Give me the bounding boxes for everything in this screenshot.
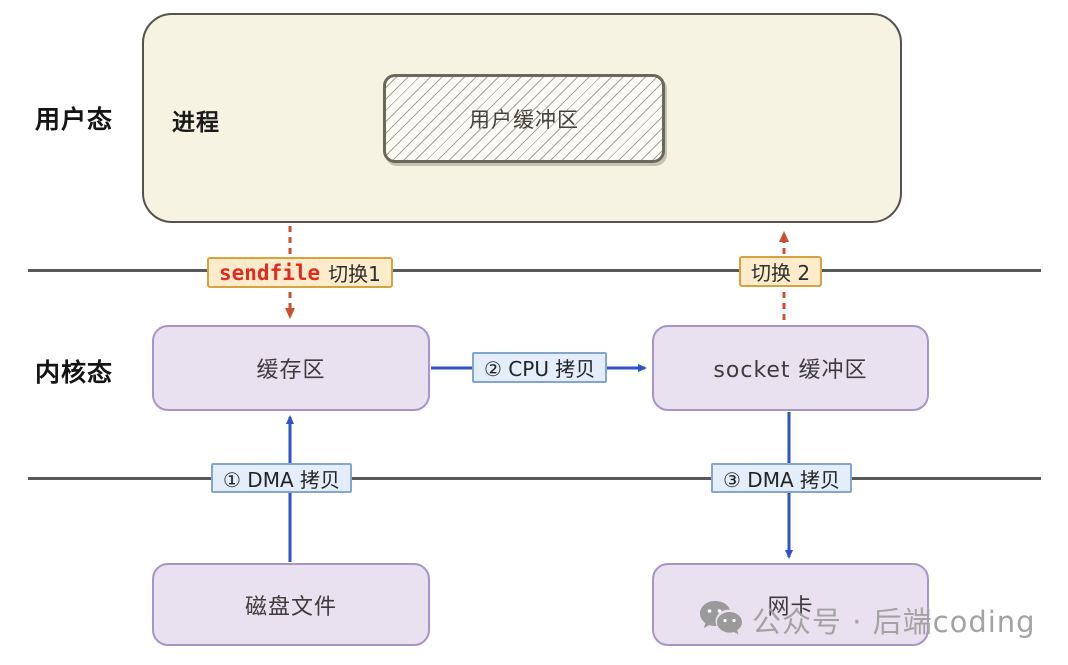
cpu-copy-label: ② CPU 拷贝: [472, 352, 608, 383]
socket-buffer-label: socket 缓冲区: [713, 358, 868, 383]
user-buffer-label: 用户缓冲区: [469, 107, 579, 132]
dma1-copy-label: ① DMA 拷贝: [211, 463, 352, 493]
disk-file-label: 磁盘文件: [244, 594, 337, 620]
sendfile-switch-label: sendfile 切换1: [207, 257, 393, 288]
disk-file-box: 磁盘文件: [152, 563, 430, 646]
watermark: 公众号 · 后端coding: [698, 598, 1036, 642]
page-cache-box: 缓存区: [152, 325, 430, 411]
nic-label: 网卡: [767, 594, 814, 620]
kernel-device-boundary-line: [28, 477, 1041, 480]
switch1-text: 切换1: [328, 262, 381, 286]
sendfile-keyword: sendfile: [219, 260, 321, 285]
user-buffer-box: 用户缓冲区: [383, 74, 665, 163]
watermark-text: 公众号 · 后端coding: [752, 605, 1036, 639]
page-cache-label: 缓存区: [256, 358, 326, 383]
switch2-label: 切换 2: [739, 256, 823, 287]
nic-box: 网卡: [652, 563, 929, 646]
dma3-copy-label: ③ DMA 拷贝: [711, 463, 852, 493]
socket-buffer-box: socket 缓冲区: [652, 325, 929, 411]
process-title: 进程: [172, 110, 220, 136]
user-mode-label: 用户态: [35, 105, 114, 134]
kernel-mode-label: 内核态: [35, 358, 114, 387]
wechat-icon: [700, 601, 742, 635]
process-box: 进程 用户缓冲区: [142, 13, 902, 223]
user-kernel-boundary-line: [28, 269, 1041, 272]
